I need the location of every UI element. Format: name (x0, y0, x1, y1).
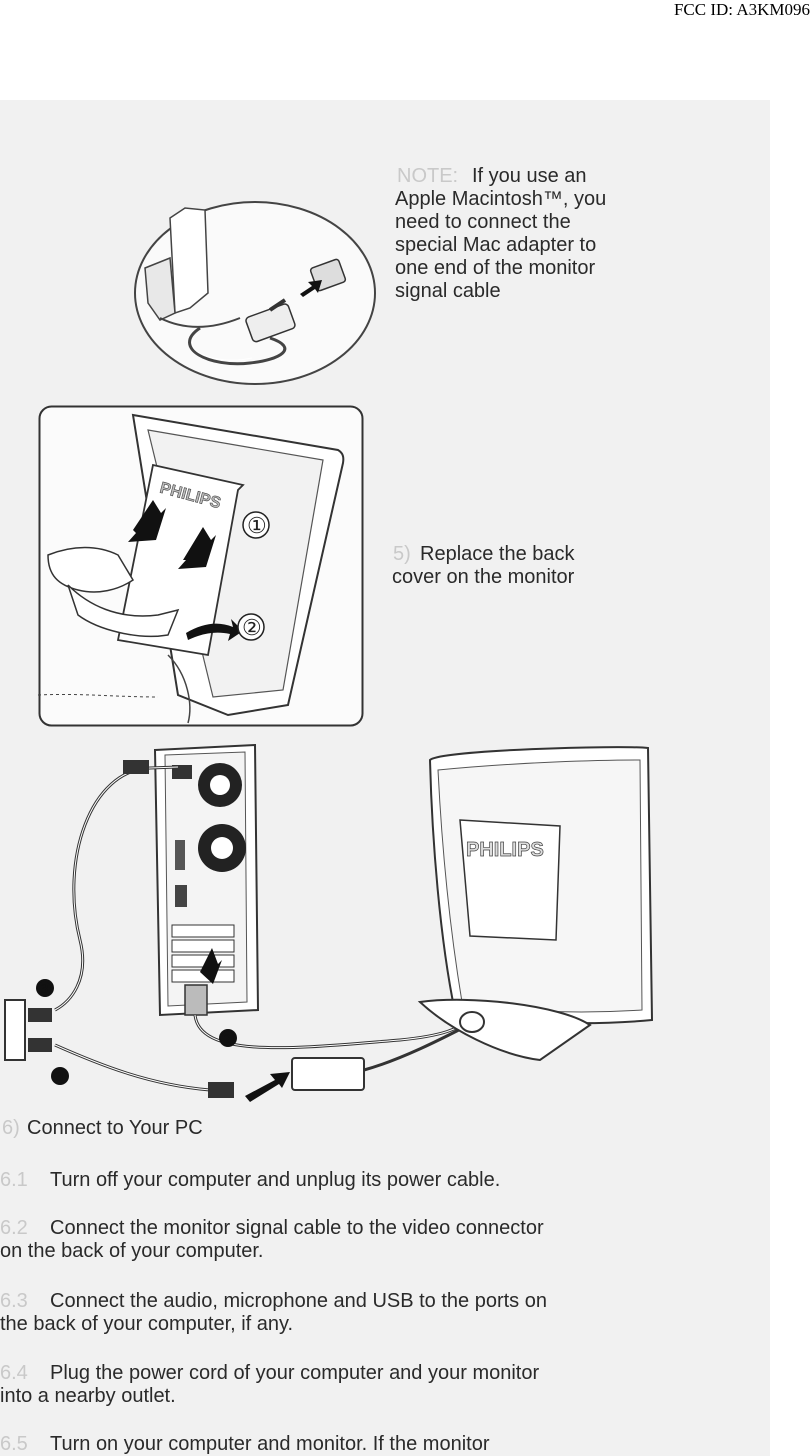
monitor-brand: PHILIPS (466, 839, 544, 861)
step-number: 6.4 (0, 1362, 28, 1384)
step-text: the back of your computer, if any. (0, 1313, 294, 1335)
back-cover-illustration: PHILIPS ① ② (38, 405, 364, 727)
note-line: special Mac adapter to (395, 234, 597, 256)
callout-3-top: ❸ (36, 979, 52, 999)
step-number: 6.1 (0, 1169, 28, 1191)
step-5-line: Replace the back (420, 543, 575, 565)
step-5-number: 5) (393, 543, 411, 565)
step-text: Turn on your computer and monitor. If th… (50, 1433, 490, 1455)
wall-outlet (4, 999, 26, 1061)
step-text: Turn off your computer and unplug its po… (50, 1169, 501, 1191)
step-text: Connect the audio, microphone and USB to… (50, 1290, 547, 1312)
section-title: Connect to Your PC (27, 1117, 203, 1139)
step-6-2: 6.2 Connect the monitor signal cable to t… (0, 1217, 640, 1263)
power-adapter (291, 1057, 365, 1091)
connect-pc-illustration: ❸ ❷ ❸ PHILIPS (4, 743, 654, 1102)
fcc-id-header: FCC ID: A3KM096 (673, 0, 810, 19)
step-text: Plug the power cord of your computer and… (50, 1362, 540, 1384)
step-number: 6.3 (0, 1290, 28, 1312)
note-label: NOTE: (397, 165, 459, 187)
note-line: If you use an (472, 165, 587, 187)
step-number: 6.5 (0, 1433, 28, 1455)
note-line: Apple Macintosh™, you (395, 188, 607, 210)
step-5-line: cover on the monitor (392, 566, 575, 588)
callout-3-bottom: ❸ (51, 1067, 67, 1087)
note-line: need to connect the (395, 211, 571, 233)
step-6-5: 6.5 Turn on your computer and monitor. If… (0, 1433, 640, 1456)
callout-1: ① (247, 513, 267, 538)
step-text: into a nearby outlet. (0, 1385, 176, 1407)
note-line: one end of the monitor (395, 257, 596, 279)
step-number: 6.2 (0, 1217, 28, 1239)
step-6-4: 6.4 Plug the power cord of your computer … (0, 1362, 640, 1408)
callout-2: ❷ (219, 1029, 235, 1049)
step-text: Connect the monitor signal cable to the … (50, 1217, 544, 1239)
callout-2: ② (242, 615, 262, 640)
step-6-3: 6.3 Connect the audio, microphone and USB… (0, 1290, 640, 1336)
section-number: 6) (2, 1117, 20, 1139)
step-text: on the back of your computer. (0, 1240, 264, 1262)
note-line: signal cable (395, 280, 501, 302)
step-6-1: 6.1 Turn off your computer and unplug its… (0, 1169, 640, 1192)
mac-adapter-illustration (134, 201, 376, 385)
